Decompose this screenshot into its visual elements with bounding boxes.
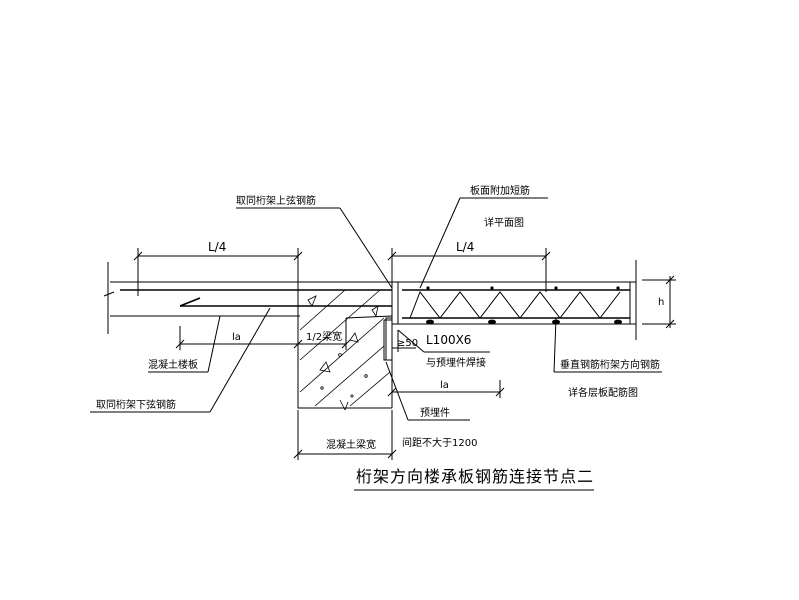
truss-deck-slab [391,260,637,340]
dim-la-left-label: la [232,332,241,343]
dim-h [642,275,676,329]
beam-width-label: 混凝土梁宽 [326,438,376,451]
dim-l4-left-label: L/4 [208,240,226,254]
dim-la-right-label: la [440,380,449,391]
dim-l4-right-label: L/4 [456,240,474,254]
dim-l4-right [387,248,551,292]
bottom-rebar-note: 取同桁架下弦钢筋 [96,398,176,411]
top-rebar-note: 取同桁架上弦钢筋 [236,194,316,207]
angle-steel [385,317,393,361]
concrete-slab-left [103,262,392,334]
concrete-slab-note: 混凝土楼板 [148,358,198,371]
angle-steel-label: L100X6 [426,333,471,347]
weld-note: 与预埋件焊接 [426,356,486,369]
added-short-bar-note: 板面附加短筋 [470,184,530,197]
see-plan-note: 详平面图 [484,216,524,229]
leader-lines [90,197,662,421]
dim-beam-width [293,410,397,460]
perp-rebar-note: 垂直钢筋桁架方向钢筋 [560,358,660,371]
spacing-note: 间距不大于1200 [402,436,477,449]
see-floor-plan-note: 详各层板配筋图 [568,386,638,399]
dim-l4-left [133,248,303,296]
dim-50-label: ≥50 [397,338,418,349]
concrete-beam [297,282,393,411]
dim-h-label: h [658,297,664,308]
dim-half-beam [298,315,393,350]
embedded-part-note: 预埋件 [420,407,450,419]
bottom-rebar-left [179,297,392,307]
dim-la-right [387,380,505,398]
dim-half-beam-label: 1/2梁宽 [306,330,342,343]
drawing-title: 桁架方向楼承板钢筋连接节点二 [356,467,594,486]
